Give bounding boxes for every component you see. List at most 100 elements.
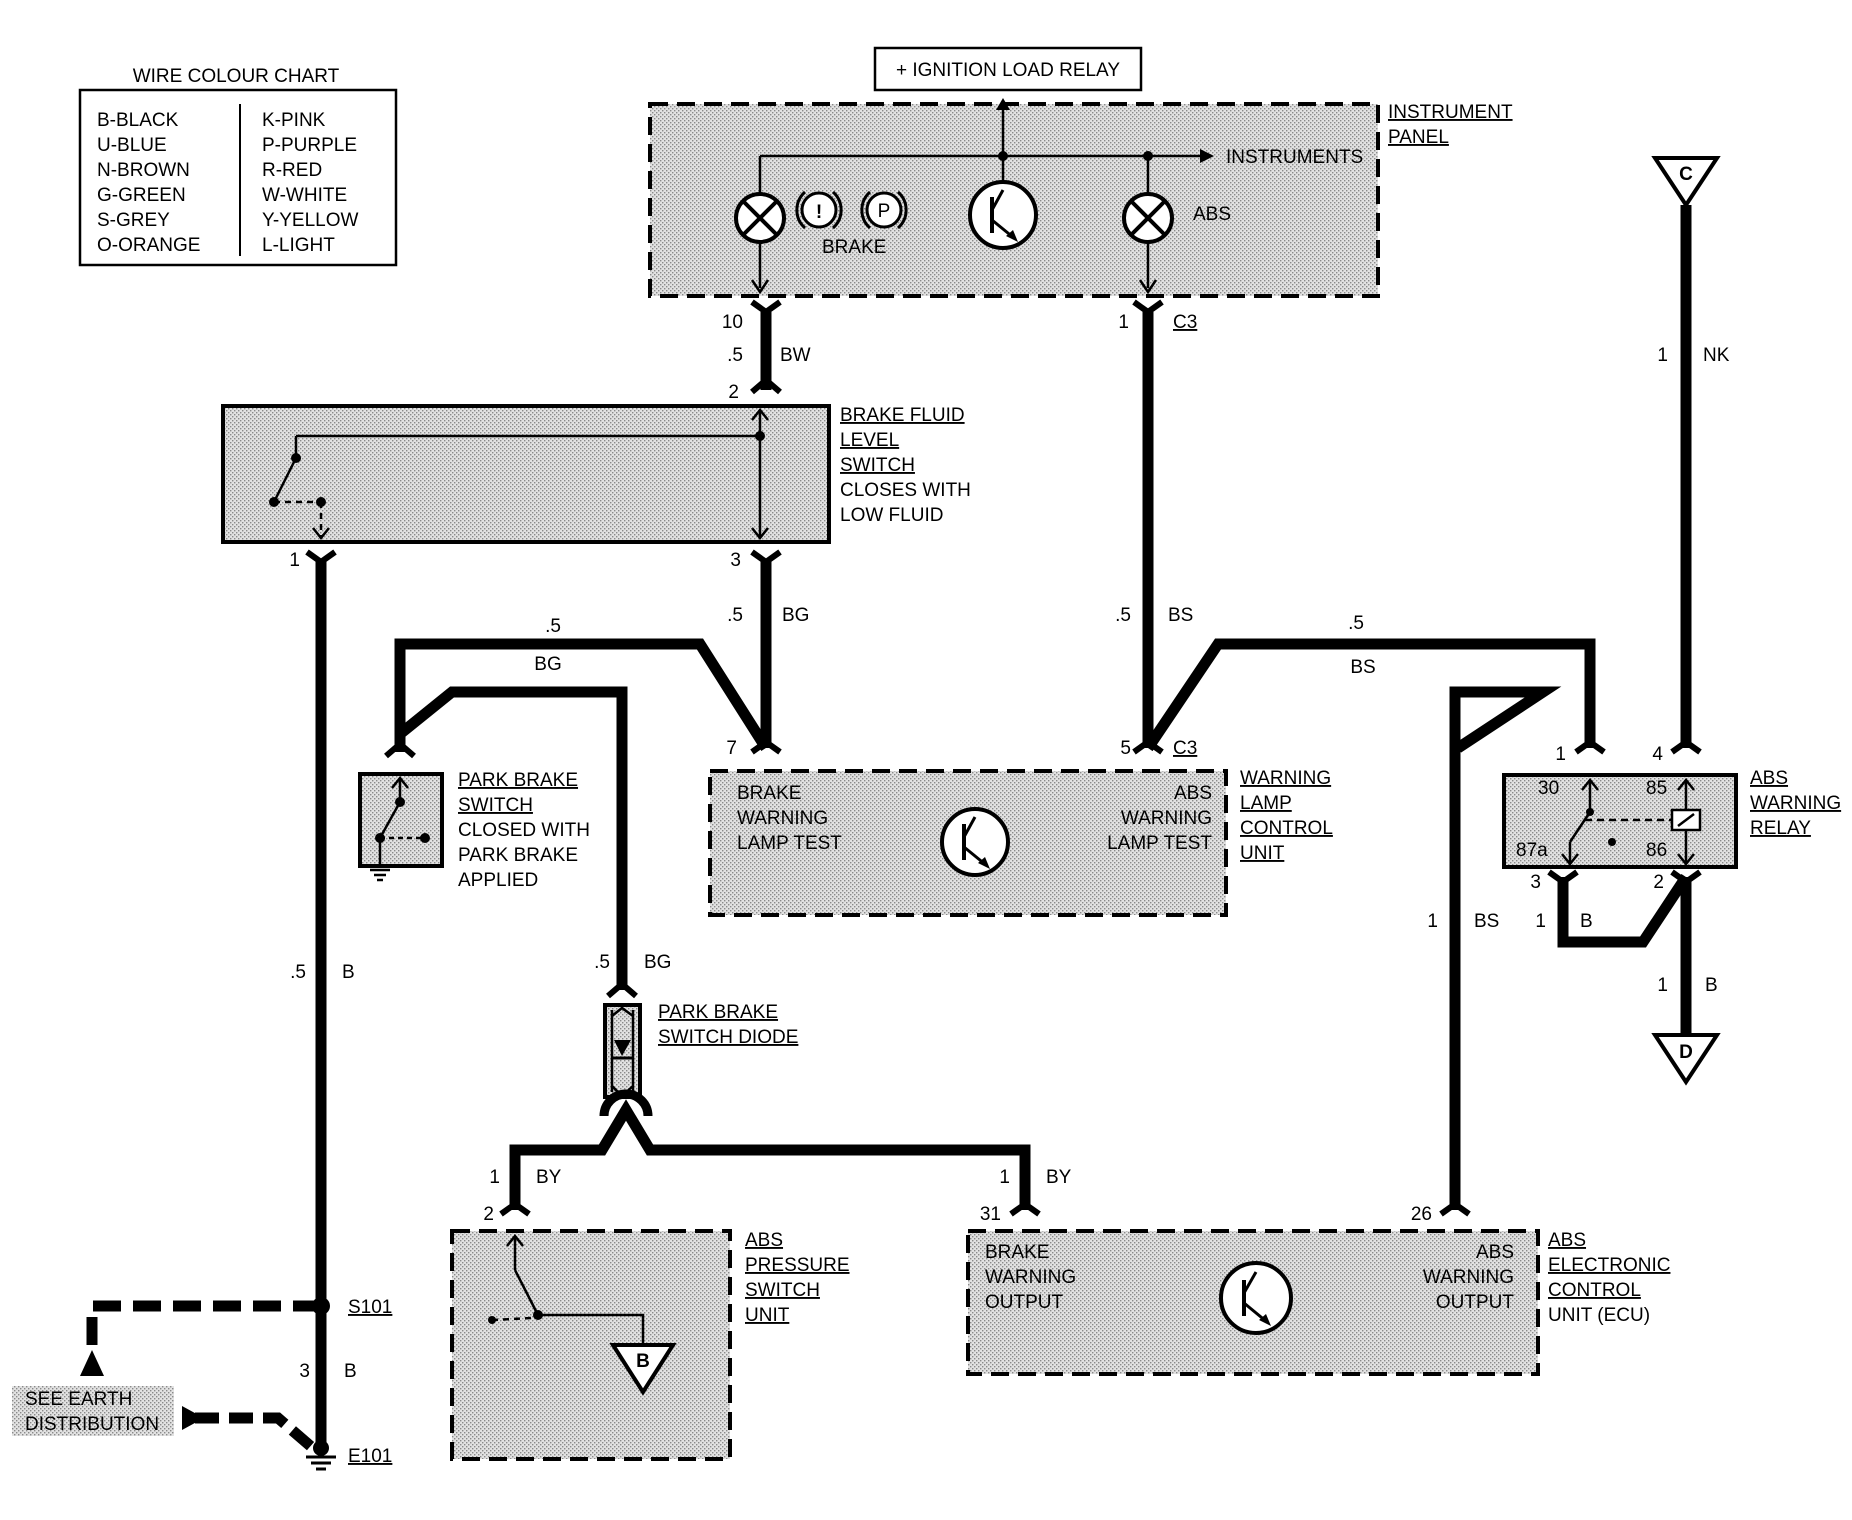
wl-label-1: LAMP <box>1240 793 1292 814</box>
svg-text:1: 1 <box>1657 345 1668 366</box>
colour-right-5: L-LIGHT <box>262 235 335 256</box>
park-brake-symbol-icon: P <box>860 190 908 230</box>
colour-right-4: Y-YELLOW <box>262 210 359 231</box>
relay-pin-86: 86 <box>1646 840 1667 861</box>
pin-2-aps: 2 <box>483 1204 494 1225</box>
pin-26-ecu: 26 <box>1411 1204 1432 1225</box>
pin-3-bfl: 3 <box>730 550 741 571</box>
brake-lamp-icon <box>734 192 786 244</box>
svg-text:.5: .5 <box>545 616 561 637</box>
connector-d: D <box>1651 1033 1721 1086</box>
brake-lamp-label: BRAKE <box>822 237 886 258</box>
svg-text:B: B <box>1705 975 1718 996</box>
pin-3-relay: 3 <box>1530 872 1541 893</box>
pbs-label-1: SWITCH <box>458 795 533 816</box>
ecu-right-0: ABS <box>1476 1242 1514 1263</box>
ecu-label-1: ELECTRONIC <box>1548 1255 1670 1276</box>
pin-2-relay: 2 <box>1653 872 1664 893</box>
ecu-label-3: UNIT (ECU) <box>1548 1305 1650 1326</box>
bfl-label-3: CLOSES WITH <box>840 480 971 501</box>
connector-b: B <box>636 1351 650 1372</box>
pin-5-wl: 5 <box>1120 738 1131 759</box>
pbs-label-0: PARK BRAKE <box>458 770 578 791</box>
colour-left-4: S-GREY <box>97 210 170 231</box>
abs-lamp-icon <box>1122 192 1174 244</box>
pin-31-ecu: 31 <box>980 1204 1001 1225</box>
relay-label-0: ABS <box>1750 768 1788 789</box>
svg-text:BS: BS <box>1350 657 1375 678</box>
s101-label: S101 <box>348 1297 392 1318</box>
ecu-left-1: WARNING <box>985 1267 1076 1288</box>
relay-pin-85: 85 <box>1646 778 1667 799</box>
colour-left-1: U-BLUE <box>97 135 167 156</box>
wl-right-2: LAMP TEST <box>1107 833 1212 854</box>
ecu-left-2: OUTPUT <box>985 1292 1064 1313</box>
colour-left-3: G-GREEN <box>97 185 186 206</box>
pin-10: 10 <box>722 312 743 333</box>
wl-right-0: ABS <box>1174 783 1212 804</box>
svg-text:B: B <box>1580 911 1593 932</box>
brake-warning-symbol-icon: ! <box>795 190 843 230</box>
aps-label-2: SWITCH <box>745 1280 820 1301</box>
pbs-label-2: CLOSED WITH <box>458 820 590 841</box>
pin-3-earth: 3 <box>299 1361 310 1382</box>
instrument-panel: ! P BRAKE ABS INSTRUMENTS INSTRUMENT PAN… <box>648 98 1513 298</box>
relay-label-2: RELAY <box>1750 818 1811 839</box>
colour-chart-title: WIRE COLOUR CHART <box>133 66 340 87</box>
ecu-label-2: CONTROL <box>1548 1280 1641 1301</box>
svg-text:D: D <box>1679 1042 1693 1063</box>
svg-text:BY: BY <box>1046 1167 1072 1188</box>
svg-text:.5: .5 <box>1348 613 1364 634</box>
ecu-right-2: OUTPUT <box>1436 1292 1515 1313</box>
brake-fluid-level-switch: BRAKE FLUID LEVEL SWITCH CLOSES WITH LOW… <box>221 404 971 544</box>
earth-arrow-icon <box>182 1406 204 1430</box>
aps-label-3: UNIT <box>745 1305 790 1326</box>
svg-text:1: 1 <box>1427 911 1438 932</box>
ignition-relay-label: + IGNITION LOAD RELAY <box>896 60 1120 81</box>
svg-text:NK: NK <box>1703 345 1730 366</box>
pin-1-bfl: 1 <box>289 550 300 571</box>
instrument-panel-label-0: INSTRUMENT <box>1388 102 1513 123</box>
svg-text:BG: BG <box>644 952 671 973</box>
ecu-left-0: BRAKE <box>985 1242 1049 1263</box>
wl-label-2: CONTROL <box>1240 818 1333 839</box>
pin-1-relay: 1 <box>1555 744 1566 765</box>
ecu-transistor-icon <box>1219 1261 1293 1335</box>
wl-transistor-icon <box>940 807 1010 877</box>
svg-text:.5: .5 <box>290 962 306 983</box>
relay-label-1: WARNING <box>1750 793 1841 814</box>
svg-text:BS: BS <box>1168 605 1193 626</box>
pin-4-relay: 4 <box>1652 744 1663 765</box>
earth-label-0: SEE EARTH <box>25 1389 132 1410</box>
colour-right-0: K-PINK <box>262 110 326 131</box>
wl-left-0: BRAKE <box>737 783 801 804</box>
connector-chevrons <box>305 299 1702 1217</box>
ignition-load-relay: + IGNITION LOAD RELAY <box>873 46 1143 92</box>
diode-label-0: PARK BRAKE <box>658 1002 778 1023</box>
abs-warning-relay: 30 85 87a 86 ABS WARNING RELAY <box>1502 768 1841 869</box>
s101-arrow-icon <box>80 1350 104 1376</box>
aps-label-0: ABS <box>745 1230 783 1251</box>
e101-label: E101 <box>348 1446 392 1467</box>
instruments-label: INSTRUMENTS <box>1226 147 1363 168</box>
bfl-label-0: BRAKE FLUID <box>840 405 965 426</box>
relay-pin-87a: 87a <box>1516 840 1548 861</box>
warning-lamp-control-unit: BRAKE WARNING LAMP TEST ABS WARNING LAMP… <box>708 768 1333 917</box>
earth-e101: E101 <box>306 1440 392 1471</box>
ecu-label-0: ABS <box>1548 1230 1586 1251</box>
svg-text:1: 1 <box>1535 911 1546 932</box>
svg-text:BY: BY <box>536 1167 562 1188</box>
svg-text:.5: .5 <box>727 605 743 626</box>
pin-1-ip: 1 <box>1118 312 1129 333</box>
aps-label-1: PRESSURE <box>745 1255 850 1276</box>
relay-pin-30: 30 <box>1538 778 1559 799</box>
connector-c: C <box>1651 156 1721 209</box>
pin-2-bfl: 2 <box>728 382 739 403</box>
wire-labels: .5 BW 1 NK .5 BG .5 BS .5 BG .5 BS .5 B … <box>290 345 1730 1382</box>
abs-pressure-switch-unit: B ABS PRESSURE SWITCH UNIT <box>450 1229 850 1461</box>
c3-top-label: C3 <box>1173 312 1197 333</box>
wl-left-2: LAMP TEST <box>737 833 842 854</box>
park-brake-switch-diode: PARK BRAKE SWITCH DIODE <box>599 1002 798 1117</box>
svg-text:1: 1 <box>1657 975 1668 996</box>
pin-numbers: 10 1 2 1 3 7 5 1 4 3 2 2 31 26 3 <box>289 312 1664 1382</box>
